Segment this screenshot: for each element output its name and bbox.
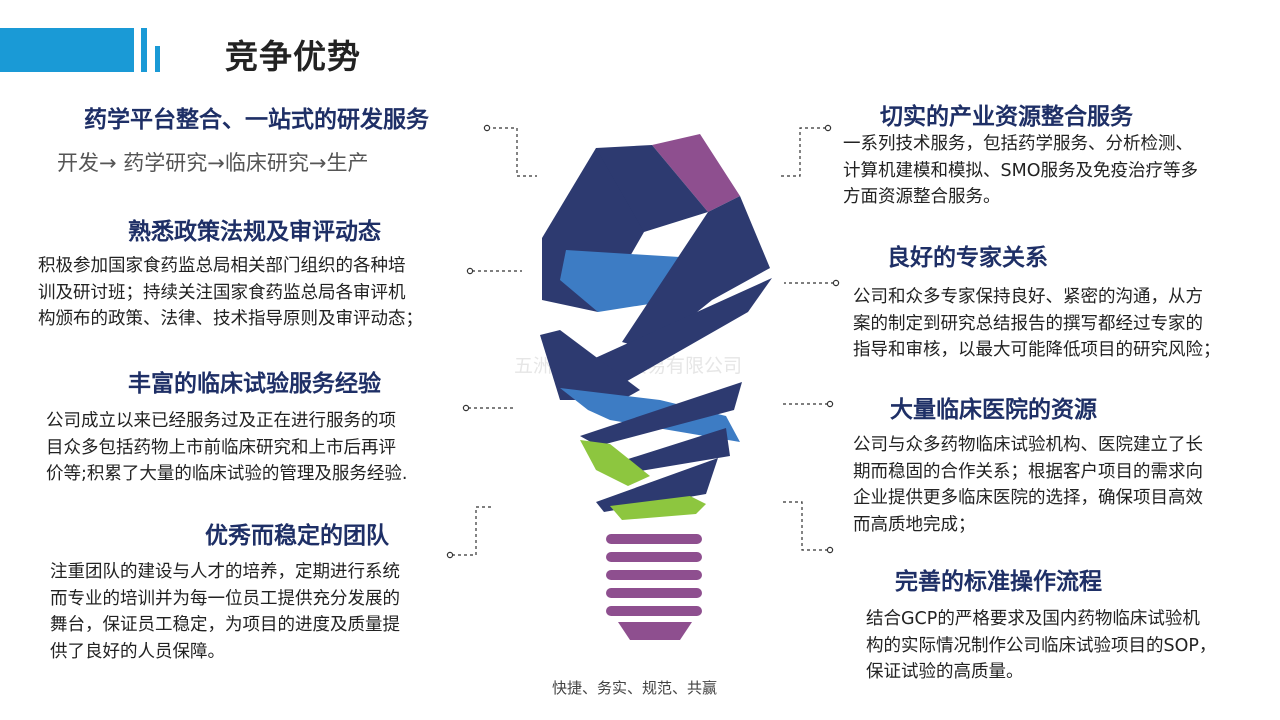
flow-development-process: 开发→ 药学研究→临床研究→生产	[57, 151, 369, 175]
text-line: 构颁布的政策、法律、技术指导原则及审评动态；	[38, 309, 423, 329]
text-line: 供了良好的人员保障。	[50, 641, 225, 662]
bulb-segment-navy-diag-1	[622, 196, 770, 350]
bulb-segment-green-2	[610, 496, 706, 520]
text-line: 目众多包括药物上市前临床研究和上市后再评	[46, 437, 396, 458]
text-policy-regulation: 积极参加国家食药监总局相关部门组织的各种培 训及研讨班；持续关注国家食药监总局各…	[38, 253, 423, 333]
slogan: 快捷、务实、规范、共赢	[552, 679, 718, 697]
text-line: 结合GCP的严格要求及国内药物临床试验机	[866, 609, 1200, 629]
text-hospital-resources: 公司与众多药物临床试验机构、医院建立了长 期而稳固的合作关系；根据客户项目的需求…	[853, 432, 1203, 538]
header-accent-stripe-short	[155, 46, 160, 72]
connector-dot-right-3	[826, 400, 834, 408]
heading-hospital-resources: 大量临床医院的资源	[890, 397, 1097, 423]
connector-left-4	[452, 506, 494, 556]
text-clinical-experience: 公司成立以来已经服务过及正在进行服务的项 目众多包括药物上市前临床研究和上市后再…	[46, 408, 407, 488]
connector-dot-left-1	[483, 124, 491, 132]
connector-right-4	[782, 501, 828, 551]
connector-dot-left-2	[466, 267, 474, 275]
text-line: 计算机建模和模拟、SMO服务及免疫治疗等多	[843, 160, 1198, 181]
text-line: 方面资源整合服务。	[843, 187, 1001, 207]
text-stable-team: 注重团队的建设与人才的培养，定期进行系统 而专业的培训并为每一位员工提供充分发展…	[50, 559, 400, 665]
connector-dot-right-4	[826, 546, 834, 554]
bulb-segment-navy-diag-5	[606, 428, 730, 474]
text-line: 案的制定到研究总结报告的撰写都经过专家的	[853, 313, 1203, 334]
bulb-base-ring-2	[606, 552, 702, 562]
text-line: 而专业的培训并为每一位员工提供充分发展的	[50, 588, 400, 609]
heading-clinical-experience: 丰富的临床试验服务经验	[128, 371, 381, 397]
text-line: 注重团队的建设与人才的培养，定期进行系统	[50, 562, 400, 582]
heading-sop-process: 完善的标准操作流程	[895, 569, 1102, 595]
text-line: 构的实际情况制作公司临床试验项目的SOP，	[866, 635, 1217, 656]
text-line: 积极参加国家食药监总局相关部门组织的各种培	[38, 256, 406, 276]
connector-dot-right-2	[832, 279, 840, 287]
text-sop-process: 结合GCP的严格要求及国内药物临床试验机 构的实际情况制作公司临床试验项目的SO…	[866, 606, 1216, 686]
text-line: 期而稳固的合作关系；根据客户项目的需求向	[853, 461, 1203, 482]
bulb-base-ring-5	[606, 606, 702, 616]
bulb-base-ring-4	[606, 588, 702, 598]
bulb-segment-purple-top	[652, 134, 740, 212]
header-accent-bar	[0, 28, 134, 72]
heading-resource-integration: 切实的产业资源整合服务	[880, 104, 1133, 130]
text-line: 保证试验的高质量。	[866, 662, 1024, 682]
text-line: 一系列技术服务，包括药学服务、分析检测、	[843, 134, 1193, 154]
text-line: 舞台，保证员工稳定，为项目的进度及质量提	[50, 615, 400, 635]
connector-dot-left-3	[462, 404, 470, 412]
bulb-segment-navy-diag-6	[596, 458, 718, 512]
bulb-segment-navy-diag-3	[540, 330, 640, 400]
heading-policy-regulation: 熟悉政策法规及审评动态	[128, 219, 381, 245]
text-expert-relations: 公司和众多专家保持良好、紧密的沟通，从方 案的制定到研究总结报告的撰写都经过专家…	[853, 284, 1221, 364]
bulb-segment-navy-diag-2	[582, 278, 772, 392]
connector-right-1	[780, 127, 826, 177]
text-line: 训及研讨班；持续关注国家食药监总局各审评机	[38, 282, 406, 303]
heading-stable-team: 优秀而稳定的团队	[205, 523, 389, 549]
page-title: 竞争优势	[225, 37, 361, 76]
text-line: 企业提供更多临床医院的选择，确保项目高效	[853, 488, 1203, 508]
bulb-base-ring-1	[606, 534, 702, 544]
text-line: 公司与众多药物临床试验机构、医院建立了长	[853, 435, 1203, 455]
text-line: 公司和众多专家保持良好、紧密的沟通，从方	[853, 287, 1203, 307]
text-line: 而高质地完成；	[853, 514, 976, 535]
text-resource-integration: 一系列技术服务，包括药学服务、分析检测、 计算机建模和模拟、SMO服务及免疫治疗…	[843, 131, 1198, 211]
bulb-base-ring-3	[606, 570, 702, 580]
heading-expert-relations: 良好的专家关系	[887, 245, 1048, 271]
header-accent-stripe	[141, 28, 147, 72]
text-line: 价等;积累了大量的临床试验的管理及服务经验.	[46, 464, 408, 484]
connector-dot-left-4	[446, 551, 454, 559]
text-line: 指导和审核，以最大可能降低项目的研究风险；	[853, 340, 1221, 360]
connector-dot-right-1	[824, 124, 832, 132]
bulb-segment-green-1	[580, 440, 650, 486]
heading-pharma-platform: 药学平台整合、一站式的研发服务	[84, 107, 429, 133]
bulb-base-tip	[618, 622, 692, 640]
text-line: 公司成立以来已经服务过及正在进行服务的项	[46, 411, 396, 431]
bulb-segment-navy-diag-4	[580, 382, 742, 446]
connector-left-1	[487, 127, 537, 177]
